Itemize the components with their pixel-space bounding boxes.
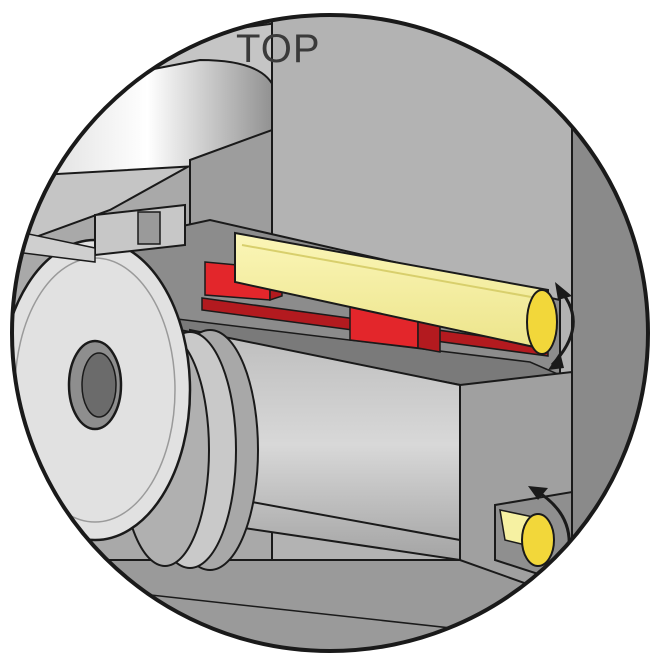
top-label: TOP <box>236 27 321 71</box>
base-plate <box>12 559 573 651</box>
bore-edge <box>229 497 461 541</box>
yellow-lower-end <box>521 513 555 567</box>
yellow-key-highlight <box>241 244 549 301</box>
housing-right-face <box>571 15 648 651</box>
yellow-key-end <box>526 289 558 355</box>
rotate-arrow-icon <box>548 282 575 370</box>
shaft-bore-inner <box>81 352 117 418</box>
disc-bracket-tab <box>137 211 161 245</box>
detail-circle-frame <box>10 13 650 653</box>
